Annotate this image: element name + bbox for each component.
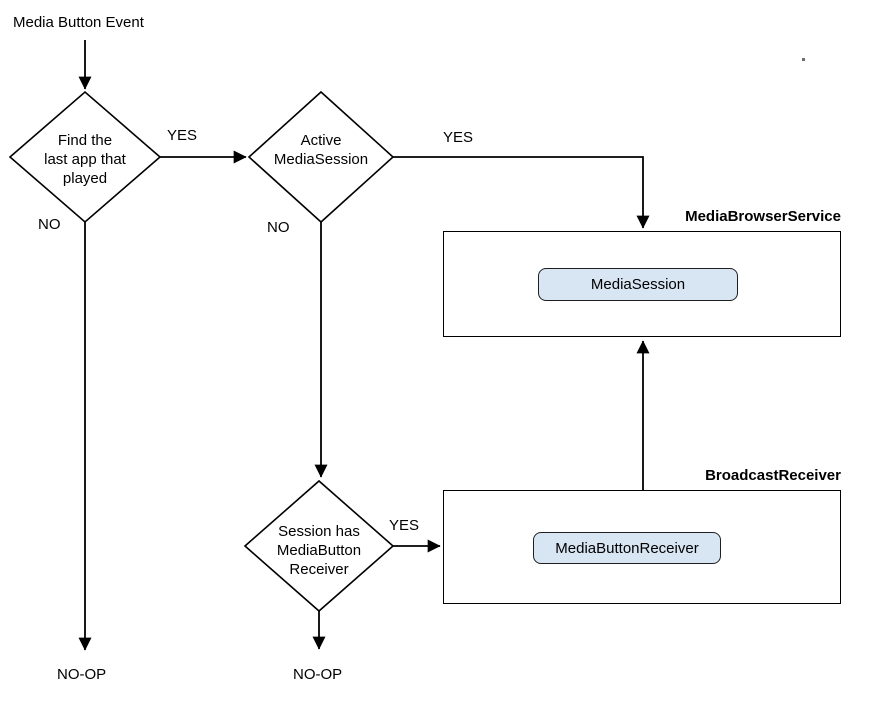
edge-label-yes-active: YES bbox=[443, 129, 474, 146]
edge-yes-active-to-mediabrowserservice bbox=[393, 156, 650, 229]
edge-label-no-find: NO bbox=[38, 216, 61, 233]
terminal-noop-middle: NO-OP bbox=[293, 666, 343, 683]
diagram-title: Media Button Event bbox=[13, 14, 144, 31]
node-mediabuttonreceiver-label: MediaButtonReceiver bbox=[555, 539, 699, 557]
terminal-noop-left: NO-OP bbox=[57, 666, 107, 683]
container-title-mediabrowserservice: MediaBrowserService bbox=[685, 208, 841, 225]
decision-active-mediasession-label: Active MediaSession bbox=[273, 132, 369, 168]
node-mediasession-label: MediaSession bbox=[590, 276, 686, 293]
edge-label-yes-session: YES bbox=[389, 517, 420, 534]
stray-dot bbox=[802, 58, 805, 61]
container-mediabrowserservice bbox=[443, 231, 841, 337]
container-broadcastreceiver bbox=[443, 490, 841, 604]
node-mediasession: MediaSession bbox=[538, 268, 738, 301]
decision-find-last-app-label: Find the last app that played bbox=[44, 132, 126, 187]
node-mediabuttonreceiver: MediaButtonReceiver bbox=[533, 532, 721, 564]
container-title-broadcastreceiver: BroadcastReceiver bbox=[705, 467, 841, 484]
decision-session-has-receiver-label: Session has MediaButton Receiver bbox=[276, 523, 362, 578]
edge-label-no-active: NO bbox=[267, 219, 290, 236]
edge-label-yes-find: YES bbox=[167, 127, 198, 144]
